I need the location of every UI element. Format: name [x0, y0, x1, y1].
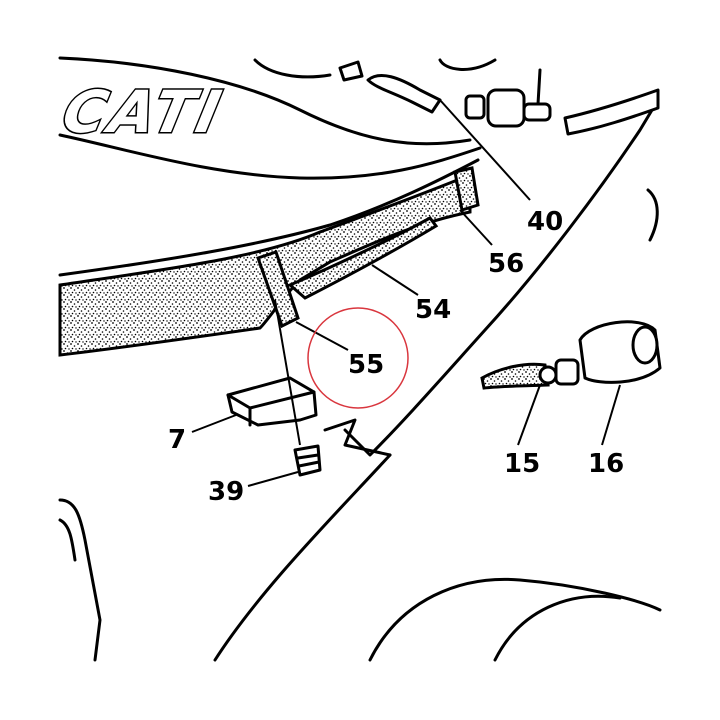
part-54-strip	[287, 216, 439, 300]
leader-39	[247, 471, 299, 487]
highlight-ring	[307, 307, 409, 409]
part-16-pump	[578, 320, 662, 384]
leader-55	[295, 321, 349, 351]
brand-logo: CATI	[55, 77, 231, 147]
leader-lines	[191, 99, 621, 487]
callout-39: 39	[208, 477, 244, 507]
logo-text: CATI	[57, 79, 230, 146]
part-15-filter	[480, 358, 580, 390]
fuel-tank-outline	[58, 56, 497, 180]
callout-40: 40	[527, 207, 563, 237]
side-panel-outline	[58, 98, 662, 662]
callout-56: 56	[488, 249, 524, 279]
leader-7	[191, 414, 237, 433]
part-40-hose	[338, 60, 660, 136]
part-56-block	[453, 166, 480, 212]
callout-54: 54	[415, 295, 451, 325]
part-39-screw	[274, 299, 322, 477]
callout-labels: 40 56 54 55 7 39 15 16	[168, 207, 624, 507]
part-7-bracket	[226, 376, 318, 427]
callout-16: 16	[588, 449, 624, 479]
leader-16	[601, 384, 621, 446]
callout-7: 7	[168, 425, 186, 455]
leader-54	[371, 264, 419, 296]
part-55-spacer	[256, 250, 300, 329]
callout-15: 15	[504, 449, 540, 479]
leader-15	[517, 384, 541, 446]
leader-56	[459, 209, 493, 246]
callout-55: 55	[348, 350, 384, 380]
leader-40	[439, 99, 531, 201]
